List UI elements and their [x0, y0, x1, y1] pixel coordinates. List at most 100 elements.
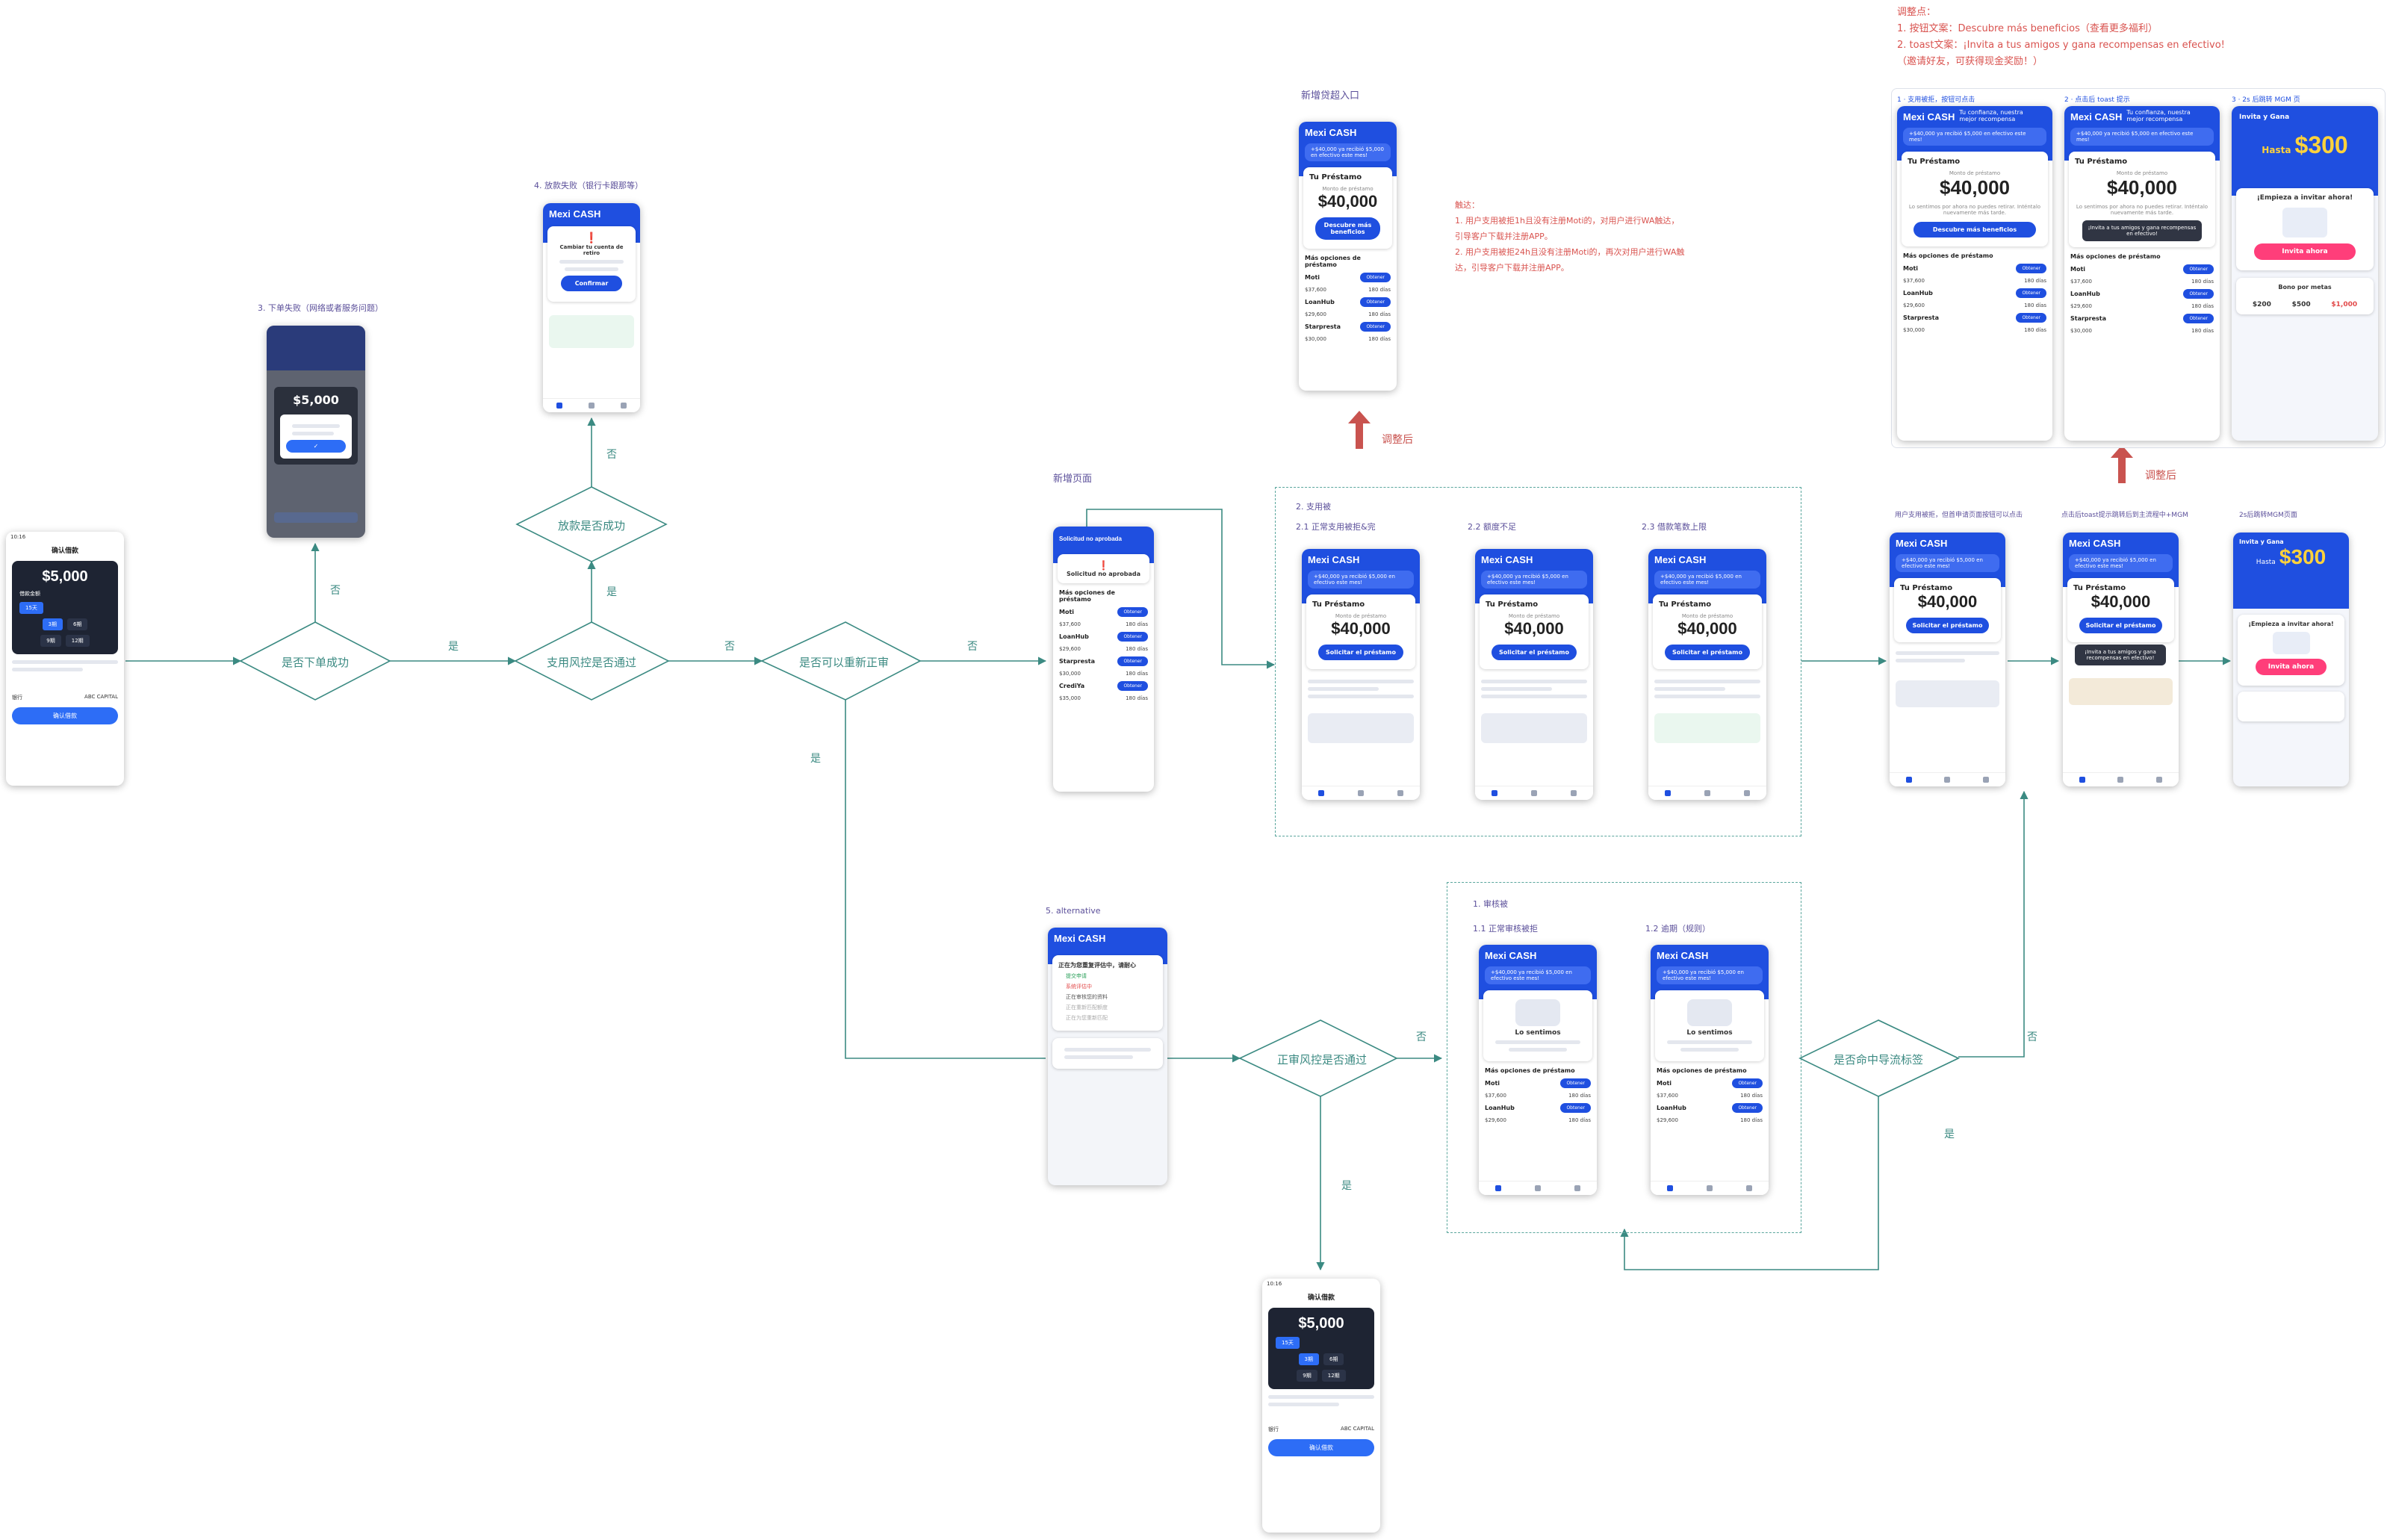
obtener-button[interactable]: Obtener [2183, 264, 2214, 274]
obtener-button[interactable]: Obtener [1360, 273, 1391, 282]
invite-button[interactable]: Invita ahora [2254, 243, 2356, 260]
phone-rejected-23: Mexi CASH+$40,000 ya recibió $5,000 en e… [1648, 549, 1766, 800]
lender-max: $35,000 [1059, 695, 1081, 701]
descubre-button[interactable]: Descubre más beneficios [1913, 222, 2036, 237]
logo: Mexi CASH [2070, 111, 2123, 122]
amount-label: Monto de préstamo [1335, 613, 1387, 619]
caption-adjusted-1: 调整后 [1382, 434, 1413, 446]
term-9[interactable]: 9期 [1297, 1370, 1317, 1382]
logo: Mexi CASH [1903, 111, 1955, 122]
note-traffic: 触达： 1. 用户支用被拒1h且没有注册Moti的，对用户进行WA触达，引导客户… [1455, 200, 1685, 273]
confirm-button[interactable]: 确认借款 [12, 707, 118, 724]
amount: $40,000 [2107, 176, 2177, 199]
obtener-button[interactable]: Obtener [2016, 264, 2046, 273]
edge-no-main: 否 [1416, 1031, 1427, 1043]
obtener-button[interactable]: Obtener [1560, 1078, 1591, 1088]
phone-payout-fail: Mexi CASH ❗ Cambiar tu cuenta de retiro … [543, 203, 640, 412]
banner: +$40,000 ya recibió $5,000 en efectivo e… [1896, 554, 1999, 572]
alt-step: 提交申请 [1066, 973, 1087, 979]
confirm-tab[interactable]: 15天 [1276, 1337, 1300, 1349]
obtener-button[interactable]: Obtener [2016, 313, 2046, 323]
solicitar-button[interactable]: Solicitar el préstamo [1492, 645, 1577, 660]
invite-button[interactable]: Invita ahora [2256, 659, 2327, 675]
diamond-payout-ok [515, 486, 668, 562]
amount: $40,000 [1677, 619, 1737, 638]
obtener-button[interactable]: Obtener [1360, 322, 1391, 332]
amount-note: Lo sentimos por ahora no puedes retirar.… [1908, 204, 2041, 216]
diamond-label-hit-diversion: 是否命中导流标签 [1833, 1053, 1923, 1066]
term-12[interactable]: 12期 [1321, 1370, 1346, 1382]
obtener-button[interactable]: Obtener [1117, 607, 1148, 617]
obtener-button[interactable]: Obtener [1117, 632, 1148, 642]
lender-plazo: 180 días [1368, 311, 1391, 317]
term-12[interactable]: 12期 [65, 635, 90, 647]
amount: $40,000 [1940, 176, 2010, 199]
lender-plazo: 180 días [1126, 621, 1148, 627]
loan-title: Tu Préstamo [1900, 584, 1953, 592]
header-title: Solicitud no aprobada [1059, 535, 1123, 542]
solicitar-button[interactable]: Solicitar el préstamo [1665, 645, 1750, 660]
solicitar-button[interactable]: Solicitar el préstamo [1906, 618, 1989, 633]
obtener-button[interactable]: Obtener [1360, 297, 1391, 307]
diamond-label-risk-ok: 支用风控是否通过 [546, 656, 636, 669]
top-cap-2: 2 · 点击后 toast 提示 [2064, 96, 2130, 104]
lender-max: $37,600 [1059, 621, 1081, 627]
confirm-button[interactable]: 确认借款 [1268, 1439, 1374, 1456]
obtener-button[interactable]: Obtener [1560, 1103, 1591, 1113]
edge-yes-order: 是 [448, 641, 459, 653]
caption-payout-fail: 4. 放款失败（银行卡跟那等） [534, 181, 643, 190]
banner: +$40,000 ya recibió $5,000 en efectivo e… [1657, 966, 1763, 984]
loan-title: Tu Préstamo [1309, 173, 1362, 181]
logo: Mexi CASH [549, 208, 601, 220]
lender-name: Moti [1485, 1080, 1500, 1087]
confirm-tab[interactable]: 15天 [19, 602, 43, 614]
solicitar-button[interactable]: Solicitar el préstamo [1318, 645, 1403, 660]
amount-label: Monto de préstamo [1508, 613, 1560, 619]
caption-order-fail: 3. 下单失败（网络或者服务问题） [258, 303, 383, 313]
lender-name: LoanHub [1305, 299, 1335, 305]
phone-new-page: Solicitud no aprobada ❗ Solicitud no apr… [1053, 527, 1154, 792]
obtener-button[interactable]: Obtener [2183, 289, 2214, 299]
lender-name: Starpresta [1305, 323, 1341, 330]
term-6[interactable]: 6期 [1323, 1353, 1344, 1365]
obtener-button[interactable]: Obtener [1732, 1078, 1763, 1088]
phone-right-1: Mexi CASH+$40,000 ya recibió $5,000 en e… [1890, 533, 2005, 786]
caption-rej-22: 2.2 额度不足 [1468, 522, 1516, 532]
term-6[interactable]: 6期 [67, 618, 88, 630]
edge-yes-hit: 是 [1944, 1128, 1955, 1140]
amount-label: Monto de préstamo [1322, 186, 1374, 192]
fail-ok-button[interactable]: ✓ [286, 440, 346, 453]
obtener-button[interactable]: Obtener [1732, 1103, 1763, 1113]
obtener-button[interactable]: Obtener [1117, 681, 1148, 691]
edge-no-risk: 否 [724, 641, 735, 653]
lo-sentimos: Lo sentimos [1686, 1029, 1733, 1037]
lender-name: Moti [1059, 609, 1075, 615]
confirm-change-button[interactable]: Confirmar [561, 276, 622, 291]
solicitar-button[interactable]: Solicitar el préstamo [2079, 618, 2162, 633]
phone-alternative: Mexi CASH 正在为您重复评估中，请耐心 提交申请 系统评估中 正在审核您… [1048, 928, 1167, 1185]
edge-yes-main: 是 [1341, 1180, 1352, 1192]
amount-label: Monto de préstamo [2116, 170, 2168, 176]
obtener-button[interactable]: Obtener [1117, 656, 1148, 666]
toast-invite: ¡Invita a tus amigos y gana recompensas … [2075, 645, 2166, 665]
term-9[interactable]: 9期 [40, 635, 61, 647]
phone-right-2: Mexi CASH+$40,000 ya recibió $5,000 en e… [2063, 533, 2179, 786]
term-3[interactable]: 3期 [42, 618, 63, 630]
obtener-button[interactable]: Obtener [2183, 314, 2214, 323]
lender-max: $30,000 [2070, 328, 2092, 334]
term-3[interactable]: 3期 [1298, 1353, 1319, 1365]
obtener-button[interactable]: Obtener [2016, 288, 2046, 298]
edge-no-order: 否 [330, 585, 341, 597]
invite-cta: ¡Empieza a invitar ahora! [2248, 621, 2334, 627]
descubre-button[interactable]: Descubre más beneficios [1315, 217, 1380, 240]
more-options: Más opciones de préstamo [1657, 1067, 1747, 1074]
lender-max: $37,600 [1657, 1093, 1678, 1099]
toast-invite: ¡Invita a tus amigos y gana recompensas … [2082, 220, 2202, 241]
empty-illustration [1687, 999, 1732, 1026]
lender-max: $29,600 [2070, 303, 2092, 309]
lender-max: $29,600 [1059, 646, 1081, 652]
amount: $40,000 [1331, 619, 1391, 638]
